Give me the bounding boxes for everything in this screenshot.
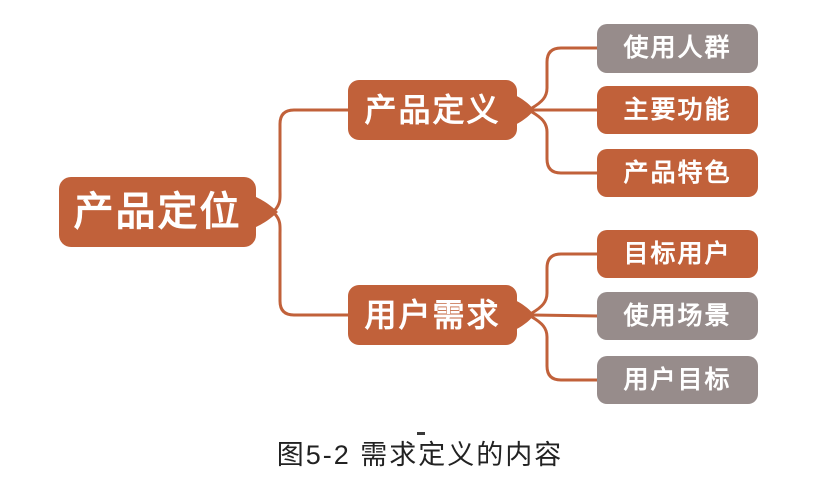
node-branch-label: 产品定义: [364, 92, 501, 128]
node-child-label: 用户目标: [623, 365, 732, 394]
connector-root-branch0: [273, 108, 352, 212]
root-node-tip: [254, 196, 278, 228]
node-child-product-features: 产品特色: [597, 149, 758, 197]
branch0-node-tip: [515, 95, 534, 125]
connector-b0-c2: [530, 110, 601, 175]
node-root-label: 产品定位: [73, 190, 242, 234]
node-child-label: 主要功能: [623, 95, 732, 124]
node-branch-label: 用户需求: [364, 297, 501, 333]
node-child-usage-scenarios: 使用场景: [597, 292, 758, 340]
scan-artifact-dash: [417, 432, 425, 435]
node-branch-user-needs: 用户需求: [348, 285, 517, 345]
node-child-label: 使用场景: [623, 301, 732, 330]
node-branch-product-definition: 产品定义: [348, 80, 517, 140]
node-root: 产品定位: [59, 177, 256, 247]
node-child-label: 产品特色: [623, 158, 732, 187]
node-child-user-group: 使用人群: [597, 24, 758, 73]
node-child-label: 目标用户: [623, 239, 732, 268]
connector-b1-c2: [530, 315, 601, 382]
node-child-label: 使用人群: [623, 34, 732, 62]
figure-caption: 图5-2 需求定义的内容: [276, 440, 564, 470]
connector-b1-c0: [530, 252, 601, 315]
node-child-user-goals: 用户目标: [597, 356, 758, 404]
node-child-target-users: 目标用户: [597, 230, 758, 278]
connector-b0-c0: [530, 46, 601, 110]
connector-b1-c1: [530, 313, 601, 318]
branch1-node-tip: [515, 300, 534, 330]
connector-root-branch1: [273, 212, 352, 317]
node-child-main-functions: 主要功能: [597, 86, 758, 134]
